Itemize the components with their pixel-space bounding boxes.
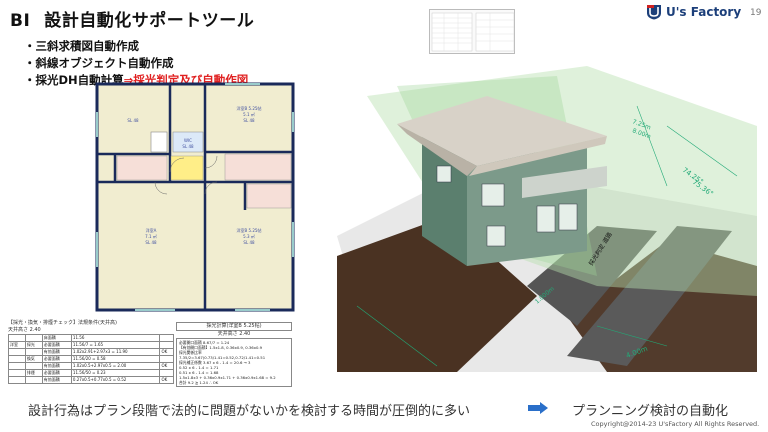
company-logo: U's Factory xyxy=(646,4,741,20)
calc-line: 0.51 x 6 - 1.4 = 1.68 xyxy=(179,370,219,375)
room-area-bedroom-b-south: 5.3 ㎡ xyxy=(243,233,255,239)
room-sl-wic: SL 48 xyxy=(182,144,194,149)
table-left-header: 【採光・換気・排煙チェック】法規条件(天井高) xyxy=(8,320,117,326)
calc-line: 【有効開口面積】1.5x1.8, 0.36x0.9, 0.36x0.9 xyxy=(179,345,263,350)
page-number: 19 xyxy=(750,8,762,18)
logo-shield-icon xyxy=(647,5,661,20)
room-area-bedroom-a: 7.1 ㎡ xyxy=(145,233,157,239)
room-sl-bedroom-a: SL 48 xyxy=(145,240,157,245)
table-left-subheader: 天井高さ 2.40 xyxy=(8,327,41,333)
spreadsheet-thumbnail xyxy=(429,9,515,54)
title-code: BI xyxy=(10,11,31,31)
room-label-bedroom-b-south: 洋室B 5.25帖 xyxy=(237,227,262,233)
feature-item-2: ・斜線オブジェクト自動作成 xyxy=(24,56,174,70)
table-right-subheader: 天井高さ 2.40 xyxy=(217,331,251,337)
goal-statement: プランニング検討の自動化 xyxy=(572,404,729,419)
feature-item-1: ・三斜求積図自動作成 xyxy=(24,39,139,53)
room-label-top-left-sl: SL 48 xyxy=(127,118,139,123)
arrow-right-icon xyxy=(528,402,548,414)
room-label-bedroom-a: 洋室A xyxy=(146,227,157,233)
floor-plan: SL 48 洋室B 5.25帖 5.1 ㎡ SL 48 WIC SL 48 洋室… xyxy=(95,82,295,312)
title-text: 設計自動化サポートツール xyxy=(44,11,255,31)
copyright-notice: Copyright@2014-23 U'sFactory All Rights … xyxy=(591,420,760,428)
daylight-calc-table: 採光計算(洋室B 5.25帖) 天井高さ 2.40 必要開口面積 8.67/7 … xyxy=(176,322,292,387)
room-label-wic: WIC xyxy=(184,138,192,143)
room-sl-bedroom-b-south: SL 48 xyxy=(243,240,255,245)
house-3d-render: 採光判定 道路 4.00m 1.000m 74.25° 75.36° 8.00m… xyxy=(337,66,757,372)
calc-line: 0.52 x 6 - 1.4 = 1.71 xyxy=(179,365,219,370)
calc-line: 採光補正係数 3.67 x 6 - 1.4 = 20.6 → 3 xyxy=(179,360,251,365)
problem-statement: 設計行為はプラン段階で法的に問題がないかを検討する時間が圧倒的に多い xyxy=(28,404,471,419)
calc-line: 1.5x1.8x3 + 0.36x0.9x1.71 + 0.36x0.9x1.6… xyxy=(179,375,276,380)
calc-line: 合計 9.2 ≧ 1.24 ∴ OK xyxy=(179,380,219,385)
logo-text: U's Factory xyxy=(666,5,742,19)
table-right-header: 採光計算(洋室B 5.25帖) xyxy=(176,322,292,331)
calc-line: 採光関係比率 7.35/2=3.67(0.73/1.41=0.52,0.72/1… xyxy=(179,350,266,360)
room-area-bedroom-b-north: 5.1 ㎡ xyxy=(243,111,255,117)
room-sl-bedroom-b-north: SL 48 xyxy=(243,118,255,123)
calc-line: 必要開口面積 8.67/7 = 1.24 xyxy=(179,340,230,345)
page-title: BI 設計自動化サポートツール xyxy=(10,6,254,31)
feature-list: ・三斜求積図自動作成 ・斜線オブジェクト自動作成 ・採光DH自動計算⇒採光判定及… xyxy=(24,38,248,89)
room-label-bedroom-b-north: 洋室B 5.25帖 xyxy=(237,105,262,111)
